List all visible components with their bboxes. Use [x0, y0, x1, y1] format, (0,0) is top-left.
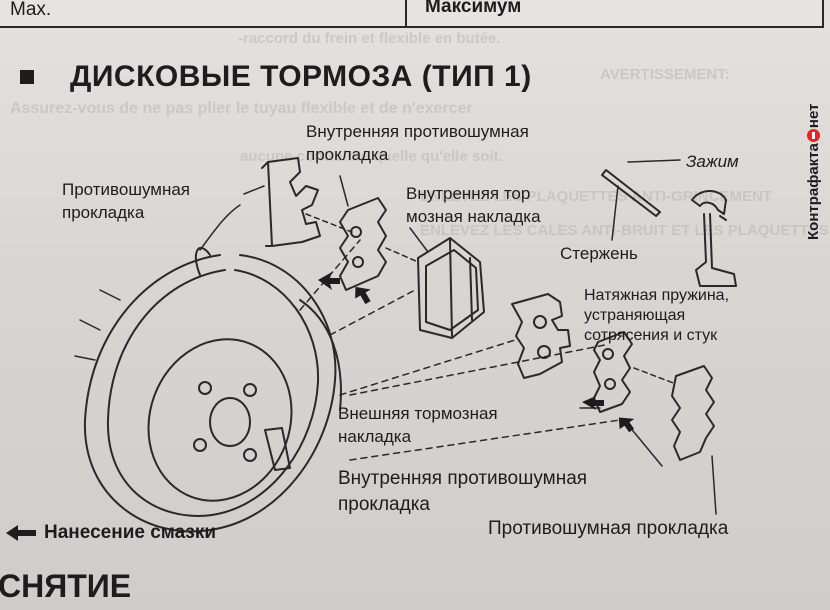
outer-brake-pad-drawing — [511, 293, 571, 379]
page-heading: ДИСКОВЫЕ ТОРМОЗА (ТИП 1) — [20, 60, 532, 94]
label-spring: Натяжная пружина, устраняющая сотрясения… — [584, 287, 730, 344]
watermark-text-end: нет — [804, 103, 822, 129]
bleed-through-text: AVERTISSEMENT: — [600, 66, 730, 83]
inner-shim-top-drawing — [339, 197, 387, 291]
bullet-square-icon — [20, 70, 34, 84]
grease-legend: Нанесение смазки — [6, 522, 216, 544]
label-outer-shim-top: Противошумная прокладка — [62, 180, 191, 222]
outer-shim-bottom-drawing — [671, 365, 715, 461]
grease-arrow-icon — [318, 272, 340, 290]
grease-arrow-icon — [618, 417, 635, 433]
label-inner-pad: Внутренняя тор мозная накладка — [406, 184, 541, 226]
bleed-through-text: ENLEVEZ LES PLAQUETTES ANTI-GRINCEMENT — [420, 188, 772, 205]
label-pin: Стержень — [560, 244, 638, 263]
spec-table: Max. Максимум — [0, 0, 824, 28]
label-inner-shim-bottom: Внутренняя противошумная прокладка — [338, 468, 588, 515]
pin-drawing — [601, 169, 661, 217]
legend-text: Нанесение смазки — [44, 522, 217, 543]
inner-brake-pad-drawing — [417, 237, 485, 339]
grease-arrows — [318, 272, 635, 433]
outer-shim-top-drawing — [261, 157, 321, 247]
inner-shim-bottom-drawing — [593, 331, 633, 413]
section-title: СНЯТИЕ — [0, 568, 132, 604]
spec-value-cell: Максимум — [425, 0, 522, 17]
heading-text: ДИСКОВЫЕ ТОРМОЗА (ТИП 1) — [70, 60, 532, 93]
spec-param-cell: Max. — [10, 0, 52, 20]
table-divider — [405, 0, 407, 26]
label-clip: Зажим — [686, 152, 739, 171]
no-entry-icon — [806, 129, 820, 143]
label-outer-shim-bottom: Противошумная прокладка — [488, 518, 729, 539]
bleed-through-text: Assurez-vous de ne pas plier le tuyau fl… — [10, 100, 473, 117]
label-outer-pad: Внешняя тормозная накладка — [338, 404, 498, 446]
bleed-through-text: -raccord du frein et flexible en butée. — [238, 30, 501, 47]
bleed-through-text: aucune contrainte quelle qu'elle soit. — [240, 148, 503, 165]
label-inner-shim-top: Внутренняя противошумная прокладка — [306, 122, 529, 164]
bleed-through-text: ENLEVEZ LES CALES ANTI-BRUIT ET LES PLAQ… — [420, 222, 829, 239]
grease-arrow-icon — [582, 396, 604, 410]
brake-rotor-drawing — [74, 247, 342, 533]
left-arrow-icon — [6, 525, 36, 541]
watermark-text-start: Контрафакта — [804, 143, 822, 240]
grease-arrow-icon — [355, 286, 371, 305]
clip-drawing — [691, 190, 737, 287]
